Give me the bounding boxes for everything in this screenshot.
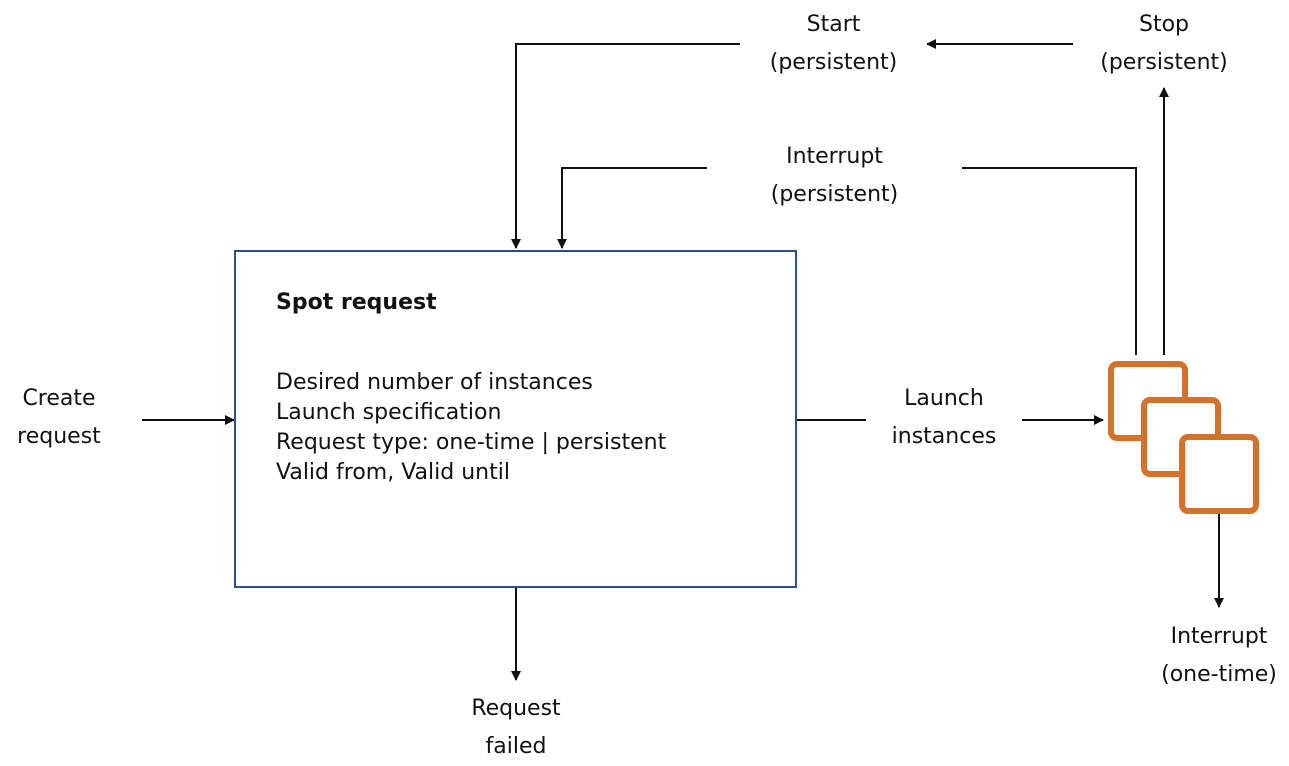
spot-request-properties: Desired number of instances Launch speci…: [276, 368, 666, 488]
label-interrupt-one-time: Interrupt (one-time): [1134, 618, 1289, 694]
label-create-request: Create request: [0, 380, 118, 456]
property-request-type: Request type: one-time | persistent: [276, 430, 667, 455]
label-stop-persistent: Stop (persistent): [1073, 6, 1255, 82]
stacked-instances-icon: [1108, 361, 1259, 514]
spot-request-title: Spot request: [276, 290, 437, 315]
spot-request-box: Spot request Desired number of instances…: [234, 250, 797, 588]
connector-interrupt-persistent: [962, 167, 1137, 355]
arrow-start-persistent: [511, 43, 740, 249]
property-desired-instances: Desired number of instances: [276, 370, 593, 395]
property-validity: Valid from, Valid until: [276, 460, 510, 485]
label-request-failed: Request failed: [446, 690, 586, 766]
label-start-persistent: Start (persistent): [740, 6, 927, 82]
arrow-interrupt-persistent: [557, 167, 707, 249]
label-launch-instances: Launch instances: [866, 380, 1022, 456]
label-interrupt-persistent: Interrupt (persistent): [707, 138, 962, 214]
property-launch-spec: Launch specification: [276, 400, 502, 425]
